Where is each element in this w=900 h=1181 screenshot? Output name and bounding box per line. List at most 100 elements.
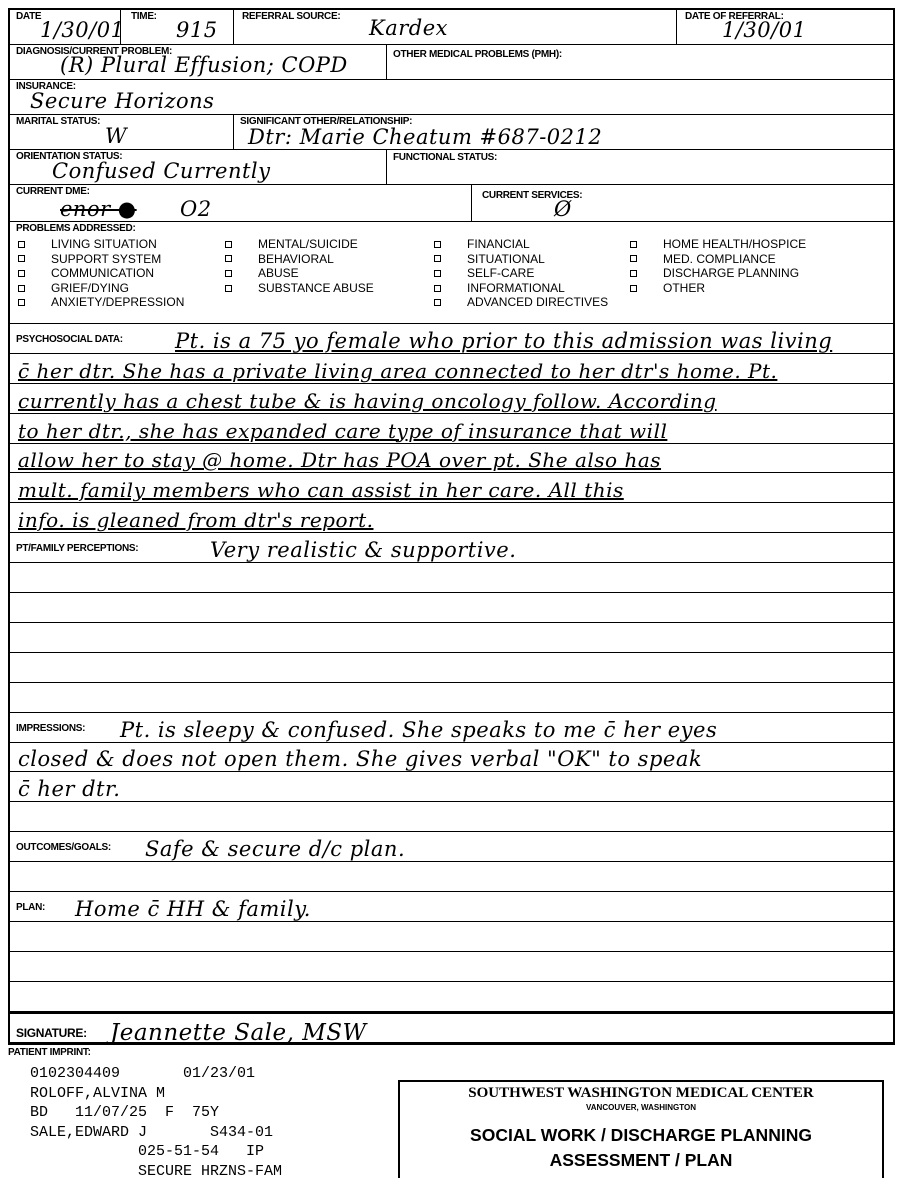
orientation-field[interactable]: ORIENTATION STATUS: Confused Currently	[10, 150, 387, 185]
problem-label: COMMUNICATION	[51, 266, 154, 281]
form-title-line2: ASSESSMENT / PLAN	[400, 1150, 882, 1171]
plan-line[interactable]	[10, 982, 893, 1012]
psychosocial-line[interactable]: allow her to stay @ home. Dtr has POA ov…	[10, 444, 893, 474]
checkbox-icon[interactable]	[225, 270, 232, 277]
checkbox-icon[interactable]	[434, 285, 441, 292]
problem-label: FINANCIAL	[467, 237, 530, 252]
problem-checkbox-item[interactable]: LIVING SITUATION	[18, 237, 184, 252]
psychosocial-text: mult. family members who can assist in h…	[18, 478, 624, 502]
checkbox-icon[interactable]	[225, 255, 232, 262]
imprint-line: SALE,EDWARD J S434-01	[30, 1123, 282, 1143]
checkbox-icon[interactable]	[18, 285, 25, 292]
problems-addressed-label: PROBLEMS ADDRESSED:	[16, 223, 136, 234]
plan-line[interactable]: PLAN:Home c̄ HH & family.	[10, 892, 893, 922]
problem-checkbox-item[interactable]: SITUATIONAL	[434, 252, 608, 267]
checkbox-icon[interactable]	[18, 270, 25, 277]
psychosocial-text: c̄ her dtr. She has a private living are…	[18, 359, 777, 383]
functional-status-field[interactable]: FUNCTIONAL STATUS:	[387, 150, 895, 185]
psychosocial-line[interactable]: c̄ her dtr. She has a private living are…	[10, 354, 893, 384]
problem-checkbox-item[interactable]: DISCHARGE PLANNING	[630, 266, 806, 281]
time-field[interactable]: TIME: 915	[121, 10, 234, 45]
problem-checkbox-item[interactable]: HOME HEALTH/HOSPICE	[630, 237, 806, 252]
plan-line[interactable]	[10, 952, 893, 982]
perceptions-line[interactable]	[10, 653, 893, 683]
outcomes-line[interactable]	[10, 862, 893, 892]
checkbox-icon[interactable]	[630, 241, 637, 248]
dme-scribble: enor ●	[60, 197, 137, 221]
problem-checkbox-item[interactable]: SELF-CARE	[434, 266, 608, 281]
current-dme-field[interactable]: CURRENT DME: enor ● O2	[10, 185, 472, 222]
problem-checkbox-item[interactable]: INFORMATIONAL	[434, 281, 608, 296]
problem-label: ANXIETY/DEPRESSION	[51, 295, 184, 310]
checkbox-icon[interactable]	[225, 285, 232, 292]
perceptions-line[interactable]	[10, 683, 893, 713]
diagnosis-field[interactable]: DIAGNOSIS/CURRENT PROBLEM: (R) Plural Ef…	[10, 45, 387, 80]
problem-label: GRIEF/DYING	[51, 281, 129, 296]
insurance-field[interactable]: INSURANCE: Secure Horizons	[10, 80, 895, 115]
referral-source-field[interactable]: REFERRAL SOURCE: Kardex	[234, 10, 677, 45]
diagnosis-value: (R) Plural Effusion; COPD	[60, 53, 348, 77]
other-medical-field[interactable]: OTHER MEDICAL PROBLEMS (PMH):	[387, 45, 895, 80]
psychosocial-line[interactable]: PSYCHOSOCIAL DATA:Pt. is a 75 yo female …	[10, 324, 893, 354]
perceptions-line[interactable]	[10, 563, 893, 593]
checkbox-icon[interactable]	[630, 270, 637, 277]
problem-checkbox-item[interactable]: FINANCIAL	[434, 237, 608, 252]
functional-status-label: FUNCTIONAL STATUS:	[393, 152, 497, 163]
problem-checkbox-item[interactable]: OTHER	[630, 281, 806, 296]
problem-checkbox-item[interactable]: COMMUNICATION	[18, 266, 184, 281]
problem-label: SUPPORT SYSTEM	[51, 252, 161, 267]
problem-checkbox-item[interactable]: ADVANCED DIRECTIVES	[434, 295, 608, 310]
checkbox-icon[interactable]	[225, 241, 232, 248]
checkbox-icon[interactable]	[18, 299, 25, 306]
problem-checkbox-item[interactable]: SUPPORT SYSTEM	[18, 252, 184, 267]
impressions-line[interactable]	[10, 802, 893, 832]
impressions-line[interactable]: c̄ her dtr.	[10, 773, 893, 803]
psychosocial-line[interactable]: to her dtr., she has expanded care type …	[10, 414, 893, 444]
significant-other-field[interactable]: SIGNIFICANT OTHER/RELATIONSHIP: Dtr: Mar…	[234, 115, 895, 150]
outcomes-line[interactable]: OUTCOMES/GOALS:Safe & secure d/c plan.	[10, 832, 893, 862]
checkbox-icon[interactable]	[434, 270, 441, 277]
signature-label: SIGNATURE:	[16, 1026, 87, 1040]
signature-value: Jeannette Sale, MSW	[110, 1020, 367, 1046]
problem-checkbox-item[interactable]: ABUSE	[225, 266, 374, 281]
plan-line[interactable]	[10, 922, 893, 952]
date-label: DATE	[16, 11, 41, 22]
date-of-referral-field[interactable]: DATE OF REFERRAL: 1/30/01	[677, 10, 895, 45]
problem-label: OTHER	[663, 281, 705, 296]
psychosocial-line[interactable]: currently has a chest tube & is having o…	[10, 384, 893, 414]
checkbox-icon[interactable]	[434, 299, 441, 306]
problem-checkbox-item[interactable]: BEHAVIORAL	[225, 252, 374, 267]
signature-row[interactable]: SIGNATURE: Jeannette Sale, MSW	[10, 1012, 893, 1044]
psychosocial-line[interactable]: mult. family members who can assist in h…	[10, 474, 893, 504]
perceptions-line[interactable]: PT/FAMILY PERCEPTIONS:Very realistic & s…	[10, 533, 893, 563]
checkbox-icon[interactable]	[434, 255, 441, 262]
perceptions-line[interactable]	[10, 623, 893, 653]
problem-checkbox-item[interactable]: GRIEF/DYING	[18, 281, 184, 296]
impressions-line[interactable]: closed & does not open them. She gives v…	[10, 743, 893, 773]
checkbox-icon[interactable]	[18, 255, 25, 262]
problem-label: ADVANCED DIRECTIVES	[467, 295, 608, 310]
current-services-field[interactable]: CURRENT SERVICES: Ø	[472, 185, 895, 222]
plan-text: Home c̄ HH & family.	[75, 897, 311, 921]
problem-checkbox-item[interactable]: MENTAL/SUICIDE	[225, 237, 374, 252]
imprint-line: ROLOFF,ALVINA M	[30, 1084, 282, 1104]
checkbox-icon[interactable]	[18, 241, 25, 248]
problem-checkbox-item[interactable]: ANXIETY/DEPRESSION	[18, 295, 184, 310]
date-field[interactable]: DATE 1/30/01	[10, 10, 121, 45]
checkbox-icon[interactable]	[630, 255, 637, 262]
problem-checkbox-item[interactable]: MED. COMPLIANCE	[630, 252, 806, 267]
outcomes-text: Safe & secure d/c plan.	[145, 837, 405, 861]
problem-checkbox-item[interactable]: SUBSTANCE ABUSE	[225, 281, 374, 296]
checkbox-icon[interactable]	[434, 241, 441, 248]
impressions-text: closed & does not open them. She gives v…	[18, 747, 702, 771]
referral-source-label: REFERRAL SOURCE:	[242, 11, 340, 22]
perceptions-line[interactable]	[10, 593, 893, 623]
psychosocial-line[interactable]: info. is gleaned from dtr's report.	[10, 503, 893, 533]
psychosocial-text: Pt. is a 75 yo female who prior to this …	[175, 329, 832, 353]
impressions-line[interactable]: IMPRESSIONS:Pt. is sleepy & confused. Sh…	[10, 713, 893, 743]
marital-status-field[interactable]: MARITAL STATUS: W	[10, 115, 234, 150]
checkbox-icon[interactable]	[630, 285, 637, 292]
